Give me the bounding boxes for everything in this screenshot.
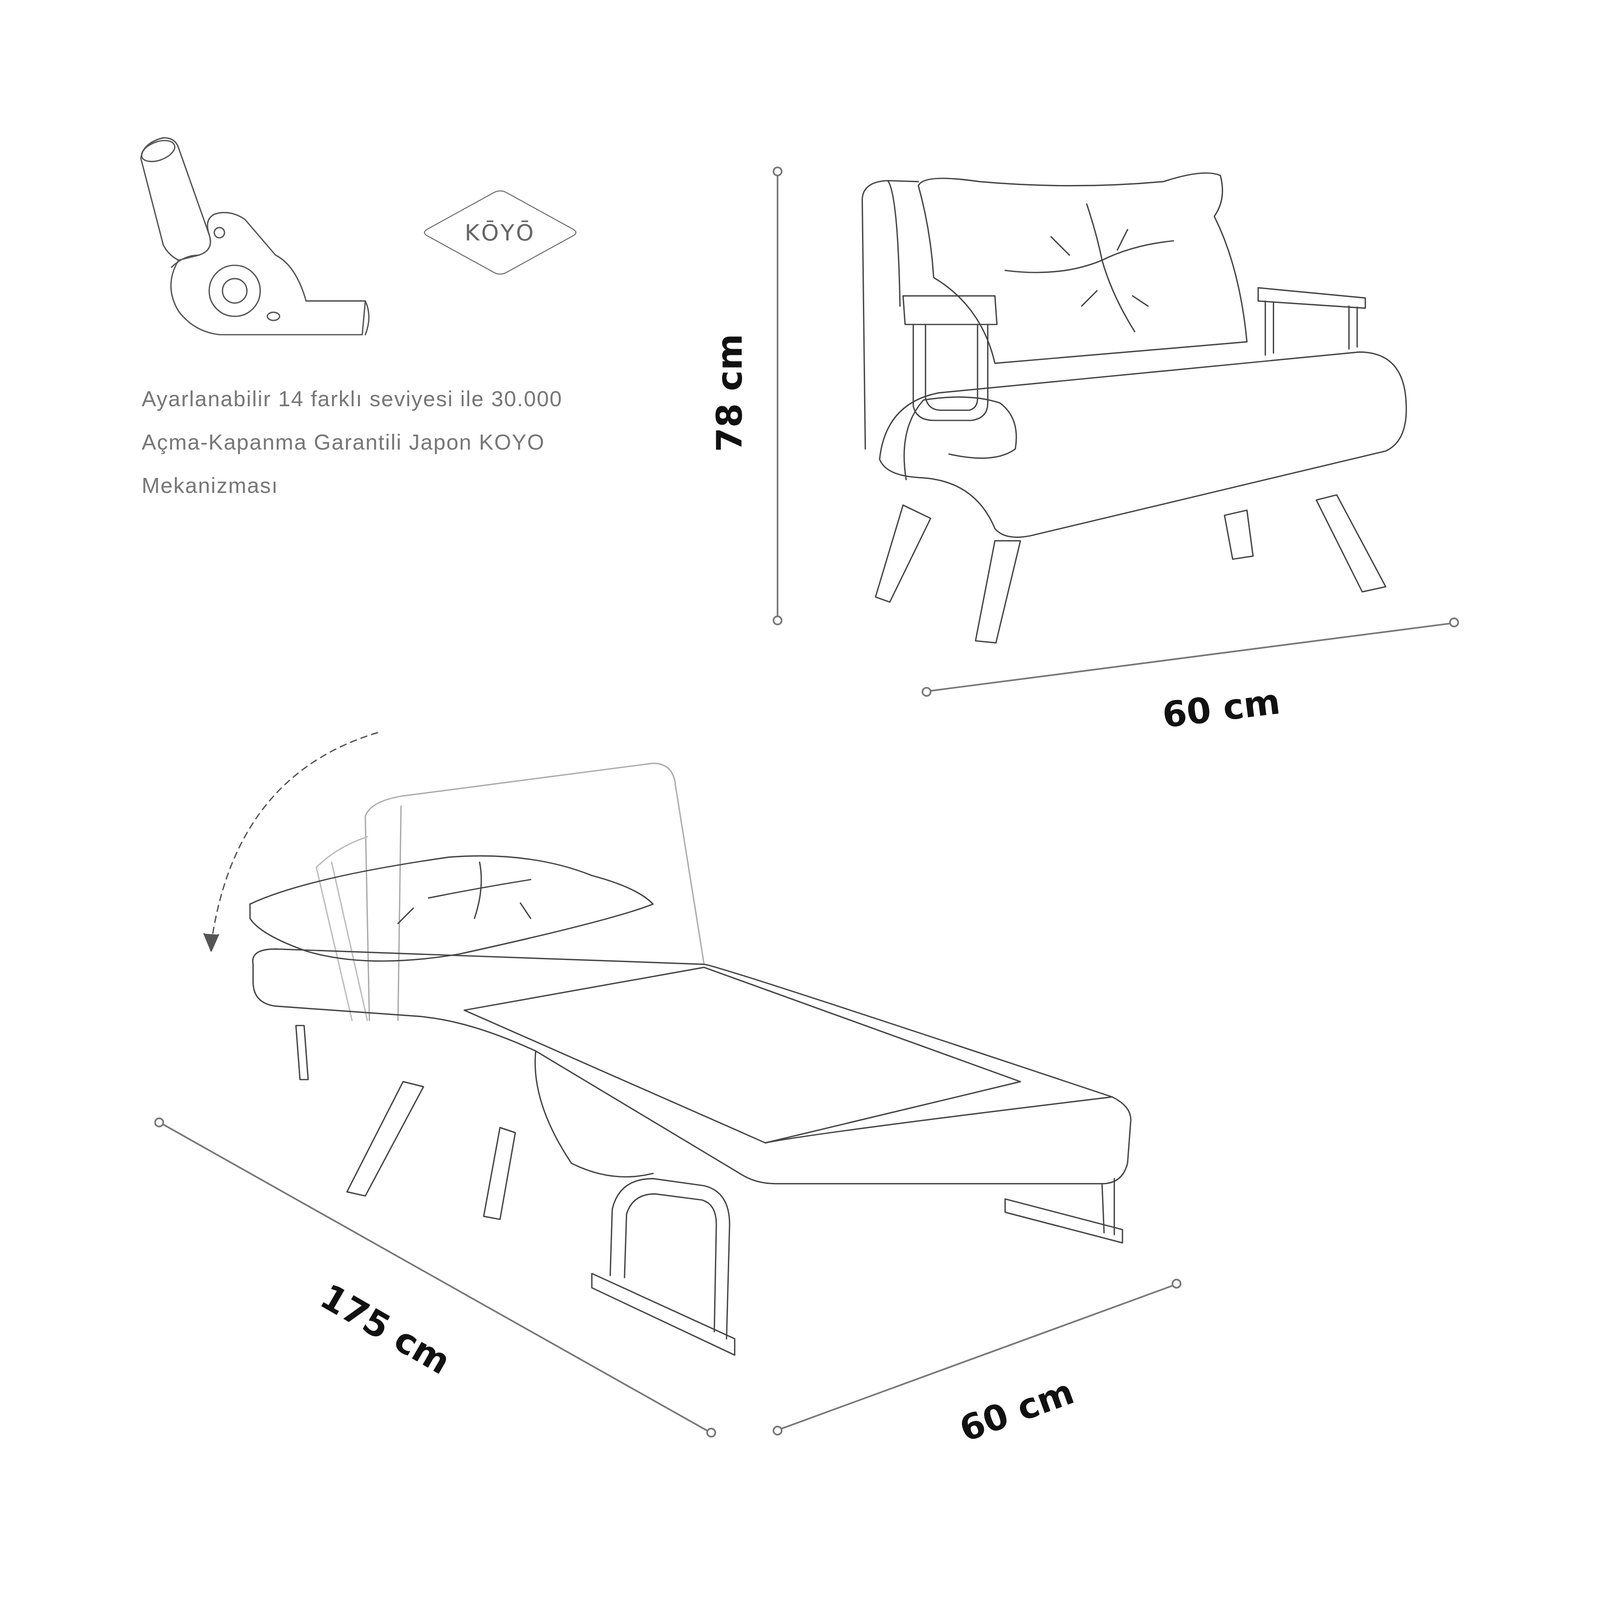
mechanism-icon-part: [140, 137, 211, 261]
chair-drawing-part: [1005, 240, 1174, 273]
sofa-bed-drawing-part: [610, 1178, 730, 1339]
rotation-arrow-part: [204, 933, 219, 952]
sofa-bed-drawing-part: [397, 806, 401, 1021]
dimension-lines-part: [155, 1118, 164, 1127]
chair-drawing: [862, 172, 1407, 643]
chair-drawing-part: [879, 352, 1407, 538]
dimension-lines: [155, 167, 1458, 1438]
dimension-lines-part: [930, 623, 1450, 691]
chair-drawing-part: [862, 180, 919, 449]
dimension-lines-part: [1450, 618, 1459, 627]
dimension-lines-part: [773, 167, 782, 176]
sofa-bed-drawing-part: [347, 1081, 424, 1196]
sofa-bed-drawing-part: [1005, 1199, 1123, 1243]
logo-text: KŌYŌ: [464, 219, 535, 246]
feature-note: Ayarlanabilir 14 farklı seviyesi ile 30.…: [141, 377, 634, 508]
dimension-lines-part: [1172, 1279, 1181, 1288]
chair-drawing-part: [975, 540, 1021, 643]
sofa-bed-drawing-part: [464, 967, 1021, 1143]
sofa-bed-drawing-part: [397, 862, 531, 924]
mechanism-icon-part: [170, 212, 366, 335]
dimension-label: 175 cm: [309, 1272, 462, 1387]
sofa-bed-drawing-part: [250, 855, 653, 961]
mechanism-icon-part: [171, 255, 199, 268]
chair-drawing-part: [925, 324, 978, 411]
dimension-lines-part: [707, 1428, 716, 1438]
dimension-lines-part: [773, 616, 782, 625]
dimension-lines-part: [776, 175, 779, 617]
mechanism-icon-part: [214, 227, 225, 238]
mechanism-icon-part: [138, 136, 178, 166]
mechanism-icon: [138, 136, 369, 335]
logo-diamond: KŌYŌ: [421, 189, 580, 276]
node-content: KŌYŌ: [421, 189, 580, 276]
chair-drawing-part: [1316, 495, 1386, 593]
sofa-bed-drawing-part: [1102, 1178, 1115, 1235]
chair-drawing-part: [904, 397, 1017, 480]
dimension-label: 78 cm: [707, 329, 752, 456]
chair-drawing-part: [1258, 287, 1366, 309]
sofa-bed-drawing-part: [591, 1273, 735, 1355]
mechanism-icon-part: [306, 300, 370, 335]
chair-drawing-part: [902, 295, 997, 325]
mechanism-icon-part: [222, 278, 248, 304]
chair-drawing-part: [913, 324, 988, 421]
rotation-arrow: [204, 732, 378, 951]
chair-drawing-part: [1086, 204, 1135, 332]
dimension-lines-part: [163, 1124, 708, 1431]
chair-drawing-part: [875, 505, 931, 603]
diamond-shape: [424, 190, 576, 275]
dimension-label: 60 cm: [1155, 678, 1287, 738]
sofa-bed-drawing-part: [624, 1193, 717, 1332]
dimension-lines-part: [922, 687, 931, 697]
chair-drawing-part: [1224, 510, 1254, 560]
sofa-bed-drawing-part: [295, 1025, 308, 1080]
dimension-label: 60 cm: [949, 1367, 1084, 1453]
sofa-bed-drawing-part: [535, 1050, 653, 1177]
mechanism-icon-part: [209, 265, 260, 317]
mechanism-icon-part: [267, 312, 280, 321]
sofa-bed-drawing-part: [252, 949, 1131, 1184]
chair-drawing-part: [887, 180, 900, 306]
chair-drawing-part: [918, 172, 1248, 364]
sofa-bed-drawing-part: [365, 763, 705, 1021]
dimension-lines-part: [773, 1426, 782, 1435]
rotation-arrow-part: [211, 732, 378, 944]
sofa-bed-drawing-part: [483, 1127, 516, 1220]
sofa-bed-drawing-part: [765, 1097, 1113, 1143]
sofa-bed-drawing: [250, 763, 1131, 1355]
chair-drawing-part: [1050, 229, 1148, 307]
chair-drawing-part: [1265, 300, 1358, 355]
sofa-bed-drawing-part: [316, 836, 368, 1021]
